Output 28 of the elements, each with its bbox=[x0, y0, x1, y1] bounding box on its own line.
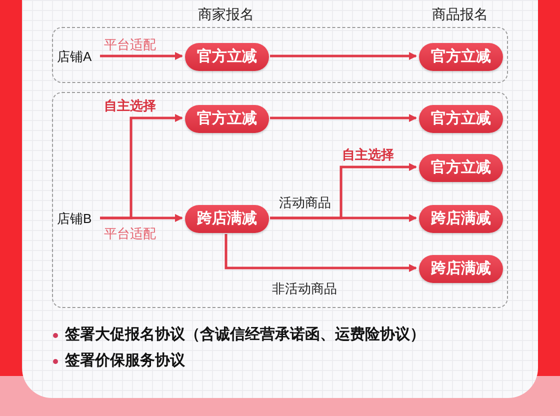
edge-label: 非活动商品 bbox=[272, 281, 337, 297]
arrow bbox=[224, 234, 417, 272]
pill-box: 官方立减 bbox=[185, 105, 269, 133]
bullet-text: 签署大促报名协议（含诚信经营承诺函、运费险协议） bbox=[65, 325, 425, 345]
edge-label: 平台适配 bbox=[104, 37, 156, 53]
arrow bbox=[100, 52, 183, 60]
arrow bbox=[270, 114, 417, 122]
pill-box: 官方立减 bbox=[419, 154, 503, 182]
pill-box: 跨店满减 bbox=[419, 205, 503, 233]
pill-box: 跨店满减 bbox=[185, 205, 269, 233]
column-header: 商家报名 bbox=[198, 5, 254, 24]
store-label: 店铺A bbox=[57, 47, 99, 67]
arrow bbox=[100, 214, 183, 222]
dashed-group-box bbox=[52, 27, 508, 83]
bullet-text: 签署价保服务协议 bbox=[65, 351, 185, 371]
pill-box: 官方立减 bbox=[419, 105, 503, 133]
dashed-group-box bbox=[52, 92, 508, 308]
pill-box: 跨店满减 bbox=[419, 255, 503, 283]
store-label: 店铺B bbox=[57, 209, 99, 229]
pill-box: 官方立减 bbox=[419, 43, 503, 71]
column-header: 商品报名 bbox=[432, 5, 488, 24]
edge-label: 活动商品 bbox=[279, 195, 331, 211]
pill-box: 官方立减 bbox=[185, 43, 269, 71]
arrow bbox=[270, 52, 417, 60]
arrow bbox=[270, 214, 417, 222]
edge-label: 自主选择 bbox=[342, 147, 394, 163]
edge-label: 平台适配 bbox=[104, 226, 156, 242]
edge-label: 自主选择 bbox=[104, 98, 156, 114]
